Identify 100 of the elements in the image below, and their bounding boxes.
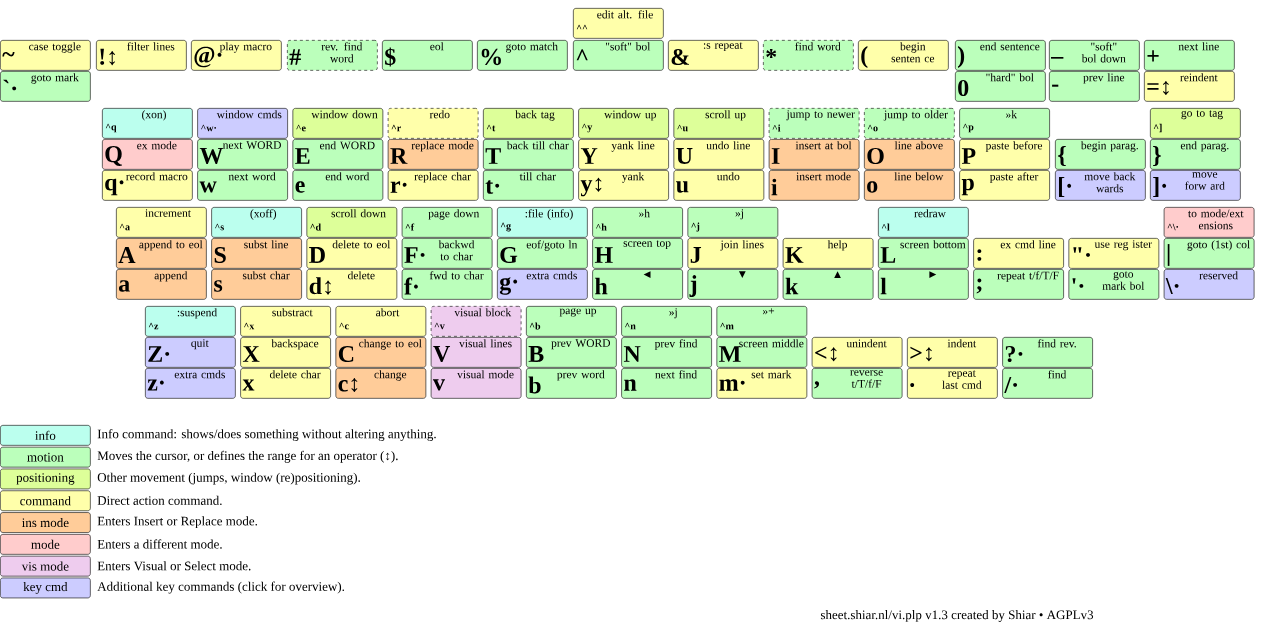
key-box: !↕ filter lines [96,40,187,71]
key-box: ) end sentence [955,40,1046,71]
legend-description: Enters a different mode. [97,539,222,549]
key-box: f· fwd to char [401,269,493,300]
key-box: D delete to eol [306,238,398,269]
key-box: * find word [763,40,854,71]
key-box: a append [116,269,207,300]
ctrl-key-box: ^i jump to newer [768,108,860,139]
key-box: # rev. find word [287,40,378,71]
legend-description: Enters Insert or Replace mode. [97,516,257,529]
ctrl-key-box: ^] go to tag [1150,108,1241,139]
key-box: % goto match [477,40,568,71]
key-box: B prev WORD [526,337,617,368]
key-box: Z· quit [145,337,236,368]
ctrl-key-box: ^^ edit alt. file [573,8,664,39]
ctrl-key-box: ^a increment [116,207,207,238]
key-box: e end word [292,170,384,201]
key-box: i insert mode [768,170,860,201]
key-box: J join lines [687,238,779,269]
key-box: c↕ change [335,368,427,399]
ctrl-key-box: ^z :suspend [145,306,236,337]
key-box: b prev word [526,368,617,399]
key-box: : ex cmd line [973,238,1064,269]
legend-description: Other movement (jumps, window (re)positioning). [97,472,360,485]
ctrl-key-box: ^e window down [292,108,384,139]
ctrl-key-box: ^n »j [621,306,712,337]
key-box: V visual lines [430,337,522,368]
ctrl-key-box: ^q (xon) [102,108,193,139]
ctrl-key-box: ^p »k [959,108,1050,139]
key-box: N prev find [621,337,712,368]
key-box: C change to eol [335,337,427,368]
key-box: p paste after [959,170,1050,201]
key-box: l ► [878,269,969,300]
key-box: 0 "hard" bol [955,71,1046,102]
key-box: o line below [864,170,955,201]
legend-description: Direct action command. [97,495,222,505]
key-box: v visual mode [430,368,522,399]
key-box: Y yank line [578,139,669,170]
ctrl-key-box: ^m »+ [716,306,808,337]
key-box: X backspace [240,337,331,368]
key-box: >↕ indent [907,337,998,368]
key-box: ( begin senten ce [858,40,949,71]
key-box: U undo line [673,139,765,170]
ctrl-key-box: ^x substract [240,306,331,337]
key-box: ^ "soft" bol [573,40,664,71]
ctrl-key-box: ^j »j [687,207,779,238]
key-box: _ "soft" bol down [1049,40,1140,71]
key-box: } end parag. [1150,139,1241,170]
key-box: ; repeat t/f/T/F [973,269,1064,300]
key-box: | goto (1st) col [1163,238,1255,269]
key-box: . repeat last cmd [907,368,998,399]
key-box: + next line [1144,40,1235,71]
key-box: q· record macro [102,170,193,201]
key-box: ]· move forw ard [1150,170,1241,201]
key-box: n next find [621,368,712,399]
key-box: G eof/goto ln [497,238,588,269]
ctrl-key-box: ^y window up [578,108,669,139]
key-box: Q ex mode [102,139,193,170]
key-box: P paste before [959,139,1050,170]
key-box: x delete char [240,368,331,399]
key-box: \· reserved [1163,269,1255,300]
key-box: u undo [673,170,765,201]
ctrl-key-box: ^h »h [592,207,683,238]
legend-description: Enters Visual or Select mode. [97,561,251,571]
key-box: I insert at bol [768,139,860,170]
key-box: /· find [1002,368,1093,399]
ctrl-key-box: ^g :file (info) [497,207,588,238]
key-box: h ◄ [592,269,683,300]
ctrl-key-box: ^o jump to older [864,108,955,139]
key-box: , reverse t/T/f/F [811,368,903,399]
key-box: [· move back wards [1055,170,1146,201]
ctrl-key-box: ^r redo [387,108,479,139]
ctrl-key-box: ^v visual block [430,306,522,337]
key-box: =↕ reindent [1144,71,1235,102]
key-box: $ eol [382,40,473,71]
key-box: { begin parag. [1055,139,1146,170]
key-box: E end WORD [292,139,384,170]
key-box: T back till char [483,139,574,170]
key-box: H screen top [592,238,683,269]
ctrl-key-box: ^\· to mode/ext ensions [1163,207,1255,238]
legend-description: Additional key commands (click for overview). [97,581,345,594]
key-box: ?· find rev. [1002,337,1093,368]
key-box: K help [782,238,874,269]
key-box: z· extra cmds [145,368,236,399]
key-box: <↕ unindent [811,337,903,368]
key-box: W next WORD [197,139,288,170]
key-box: g· extra cmds [497,269,588,300]
ctrl-key-box: ^t back tag [483,108,574,139]
key-box: L screen bottom [878,238,969,269]
key-box: ~ case toggle [0,40,91,71]
legend-description: Info command: shows/does something without altering anything. [97,429,436,441]
ctrl-key-box: ^f page down [401,207,493,238]
ctrl-key-box: ^s (xoff) [211,207,302,238]
footer-credit: sheet.shiar.nl/vi.plp v1.3 created by Shiar • AGPLv3 [820,610,1094,622]
key-box: F· backwd to char [401,238,493,269]
ctrl-key-box: ^d scroll down [306,207,398,238]
key-box: w next word [197,170,288,201]
ctrl-key-box: ^l redraw [878,207,969,238]
key-box: & :s repeat [668,40,759,71]
key-box: j ▼ [687,269,779,300]
